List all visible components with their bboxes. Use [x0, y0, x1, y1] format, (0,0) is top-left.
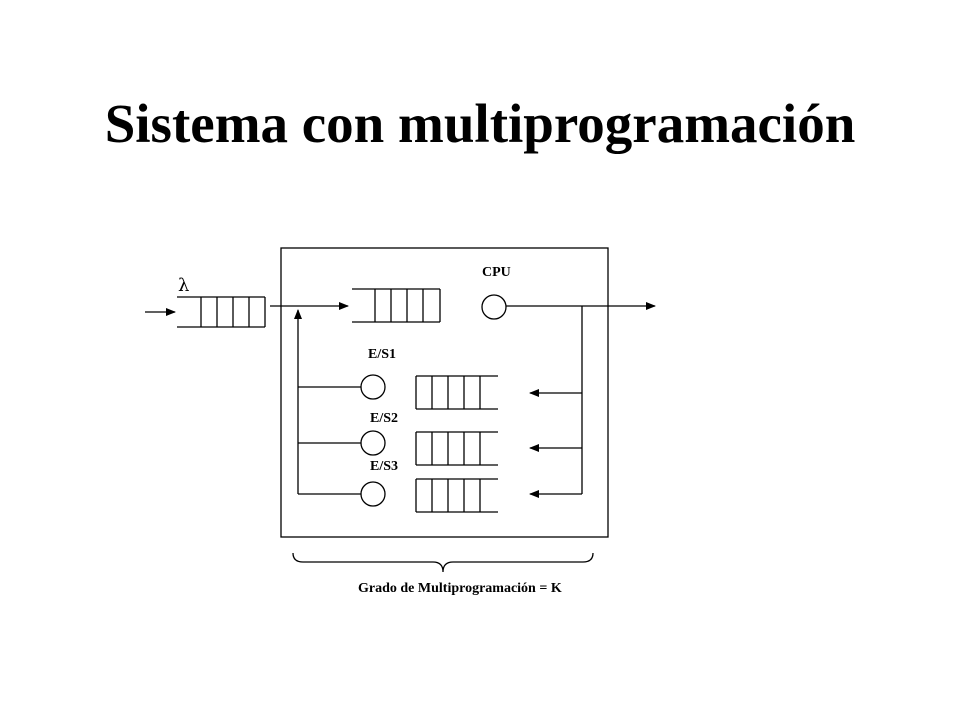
io3-label: E/S3 — [370, 459, 398, 474]
cpu-queue — [352, 288, 441, 323]
admission-queue — [177, 296, 266, 328]
grouping-brace — [292, 552, 594, 573]
cpu-server — [481, 294, 507, 320]
io3-queue — [415, 478, 498, 513]
multiprogramming-caption: Grado de Multiprogramación = K — [358, 581, 562, 596]
io1-queue — [415, 375, 498, 410]
io2-server — [360, 430, 386, 456]
system-boundary — [280, 247, 609, 538]
arrival-rate-label: λ — [178, 275, 189, 296]
cpu-label: CPU — [482, 265, 511, 280]
io3-server — [360, 481, 386, 507]
io1-server — [360, 374, 386, 400]
io2-queue — [415, 431, 498, 466]
io1-label: E/S1 — [368, 347, 396, 362]
io2-label: E/S2 — [370, 411, 398, 426]
slide-title: Sistema con multiprogramación — [104, 93, 856, 154]
